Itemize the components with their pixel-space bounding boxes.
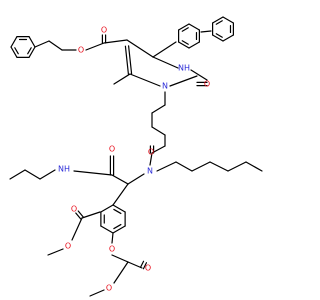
bond-double [124, 45, 130, 75]
bond-single [152, 56, 179, 69]
bond-single [113, 261, 129, 284]
atom-label-nh: NH [58, 165, 70, 174]
bond-single [127, 173, 145, 185]
bond-single [48, 40, 63, 51]
bond-single [112, 225, 126, 234]
bond-single [100, 225, 114, 234]
bond-single [188, 41, 200, 49]
bond-single [47, 248, 64, 256]
atom-label-o: O [106, 284, 112, 293]
bond-aromatic [14, 47, 19, 55]
bond-single [111, 254, 129, 263]
bond-single [191, 161, 211, 172]
bond-single [112, 204, 126, 213]
bond-double [75, 212, 82, 220]
atom-label-o: O [71, 205, 77, 214]
atom-label-o: O [101, 26, 107, 35]
bond-single [227, 161, 247, 172]
bond-single [151, 104, 166, 114]
bond-single [24, 169, 41, 180]
bond-single [190, 69, 208, 81]
atom-label-n: N [162, 82, 168, 91]
bond-double [142, 262, 148, 270]
atom-label-o: O [148, 148, 154, 157]
bond-single [81, 211, 101, 219]
bond-single [127, 261, 143, 269]
bond-single [175, 161, 193, 172]
bond-single [222, 34, 234, 42]
bond-double [77, 210, 84, 218]
bond-aromatic [181, 27, 189, 32]
bond-single [126, 39, 154, 58]
bond-single [111, 174, 129, 185]
bond-single [9, 169, 26, 180]
bond-single [85, 42, 105, 51]
atom-label-o: O [109, 245, 115, 254]
atom-label-o: O [145, 264, 151, 273]
bond-single [178, 41, 190, 49]
bond-single [169, 75, 198, 87]
bond-double [127, 45, 133, 75]
bond-single [212, 34, 224, 42]
bond-single [152, 41, 177, 58]
bond-single [28, 46, 36, 58]
bond-single [10, 46, 18, 58]
bond-single [188, 23, 200, 31]
atom-label-o: O [65, 242, 71, 251]
bond-aromatic [215, 33, 223, 38]
bond-single [151, 126, 166, 136]
molecule-structure: O O NH N O O N O NH O O O O O [9, 16, 263, 297]
atom-label-nh: NH [178, 64, 190, 73]
bonds [9, 16, 263, 297]
bond-single [129, 73, 161, 87]
atom-label-o: O [109, 145, 115, 154]
bond-single [73, 170, 113, 176]
bond-single [113, 73, 131, 85]
bond-single [34, 40, 50, 48]
bond-single [111, 232, 114, 244]
bond-aromatic [215, 20, 223, 25]
atom-label-o: O [204, 80, 210, 89]
bond-single [103, 39, 128, 44]
bond-single [222, 16, 234, 24]
atom-labels: O O NH N O O N O NH O O O O O [58, 26, 210, 293]
atom-label-o: O [78, 46, 84, 55]
bond-single [71, 217, 83, 241]
atom-label-n: N [147, 167, 153, 176]
bond-aromatic [113, 208, 122, 215]
bond-single [209, 161, 229, 172]
molecule-canvas: O O NH N O O N O NH O O O O O [9, 16, 263, 297]
bond-single [39, 169, 56, 180]
bond-single [245, 161, 263, 172]
bond-single [156, 161, 177, 172]
bond-single [200, 30, 212, 33]
bond-single [100, 204, 114, 213]
bond-aromatic [113, 223, 122, 230]
bond-single [112, 183, 129, 206]
bond-aromatic [27, 47, 32, 55]
bond-single [178, 23, 190, 31]
bond-single [212, 16, 224, 24]
bond-single [28, 36, 36, 48]
bond-single [10, 36, 18, 48]
bond-double [139, 260, 145, 268]
bond-single [149, 152, 153, 166]
bond-aromatic [181, 40, 189, 45]
bond-single [89, 289, 105, 297]
